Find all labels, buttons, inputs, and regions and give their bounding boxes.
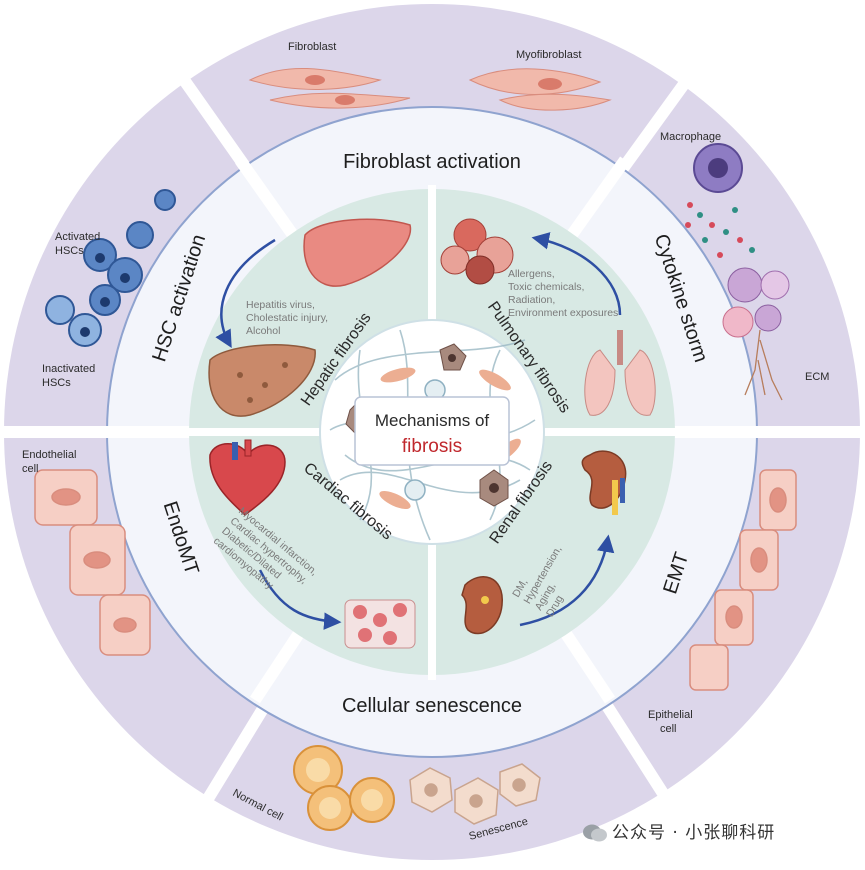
inactivated-hscs-label: Inactivated <box>42 363 95 375</box>
endothelial-label: Endothelial <box>22 449 76 461</box>
kidney-fibrotic-icon <box>461 576 503 635</box>
renal-arrow <box>519 534 615 627</box>
ecm-fibers-illustration <box>744 329 783 401</box>
endothelial-illustration <box>34 469 151 656</box>
epithelial-illustration <box>689 469 797 691</box>
fibroblast-illustration <box>248 67 411 109</box>
epithelial-label: Epithelial <box>648 709 693 721</box>
cytokine-dots <box>685 202 755 258</box>
center-title-highlight: fibrosis <box>402 436 462 457</box>
center-title: Mechanisms of <box>375 411 490 430</box>
pulmonary-cause-2: Toxic chemicals, <box>508 281 584 293</box>
fibroblast-cell-icon <box>380 367 416 383</box>
activated-hscs-label: Activated <box>55 231 100 243</box>
activated-hscs-label-2: HSCs <box>55 245 84 257</box>
normal-cells-illustration <box>293 745 395 831</box>
pulmonary-cause-3: Radiation, <box>508 294 555 306</box>
lungs-icon <box>584 330 656 416</box>
heart-icon <box>209 439 286 517</box>
wechat-icon <box>583 824 607 842</box>
liver-healthy-icon <box>303 218 412 287</box>
alveoli-icon <box>440 218 514 285</box>
hepatic-arrow <box>215 238 276 349</box>
cardiac-arrow <box>258 569 342 630</box>
hepatic-cause-3: Alcohol <box>246 325 280 337</box>
immune-cells-illustration <box>722 267 790 338</box>
senescent-cells-illustration <box>409 763 541 825</box>
pulmonary-cause-1: Allergens, <box>508 268 555 280</box>
myofibroblast-illustration <box>468 68 612 111</box>
hepatic-cause-1: Hepatitis virus, <box>246 299 315 311</box>
band-fibroblast-activation: Fibroblast activation <box>343 151 521 173</box>
fibroblast-cell-icon <box>479 369 511 391</box>
endothelial-label-2: cell <box>22 463 39 475</box>
epithelial-label-2: cell <box>660 723 677 735</box>
watermark-text: 公众号 · 小张聊科研 <box>612 823 776 843</box>
ecm-label: ECM <box>805 371 829 383</box>
pulmonary-cause-4: Environment exposures <box>508 307 618 319</box>
macrophage-illustration <box>693 143 743 193</box>
center-title-box <box>354 396 510 466</box>
watermark: 公众号 · 小张聊科研 <box>582 818 775 843</box>
pulmonary-arrow <box>531 232 622 316</box>
hsc-illustration <box>45 189 176 347</box>
kidney-icon <box>581 450 627 515</box>
immune-cell-icon <box>404 479 426 501</box>
cardiac-tissue-icon <box>344 599 416 649</box>
macrophage-label: Macrophage <box>660 131 721 143</box>
band-cellular-senescence: Cellular senescence <box>342 695 522 717</box>
inactivated-hscs-label-2: HSCs <box>42 377 71 389</box>
liver-fibrotic-icon <box>208 344 316 417</box>
fibroblast-cell-icon <box>379 490 411 510</box>
hepatic-cause-2: Cholestatic injury, <box>246 312 328 324</box>
myofibroblast-label: Myofibroblast <box>516 49 581 61</box>
fibroblast-label: Fibroblast <box>288 41 336 53</box>
